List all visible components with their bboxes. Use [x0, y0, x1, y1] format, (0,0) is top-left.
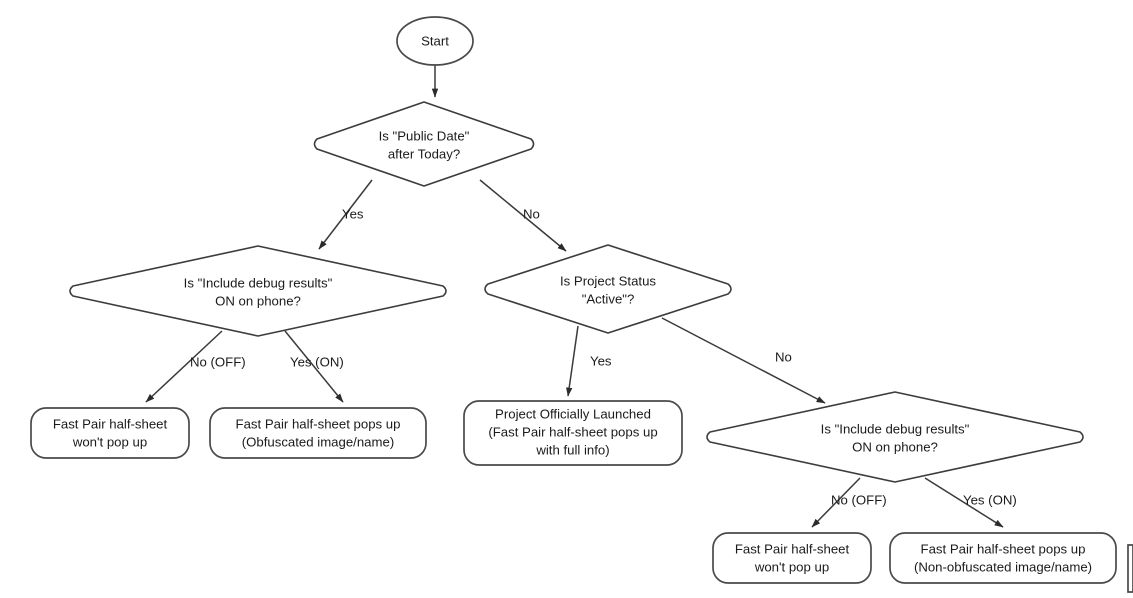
edge-line [566, 325, 579, 397]
node-public-date-decision[interactable]: Is "Public Date" after Today? [313, 101, 535, 187]
nodes-layer: Start Is "Public Date" after Today? Is "… [30, 16, 1133, 593]
decision-diamond-shape[interactable] [313, 101, 535, 187]
project-launched-line3: with full info) [535, 442, 609, 457]
left-yes-on-line1: Fast Pair half-sheet pops up [236, 416, 401, 431]
debug-right-line2: ON on phone? [852, 439, 938, 454]
start-oval-shape[interactable] [396, 16, 474, 66]
edge-line [284, 330, 344, 403]
project-launched-line2: (Fast Pair half-sheet pops up [488, 424, 657, 439]
edge-label-no: No [775, 349, 792, 364]
edge-label-no: No [523, 206, 540, 221]
decision-diamond-shape[interactable] [69, 245, 447, 337]
project-status-line2: "Active"? [582, 291, 635, 306]
edge-left-debug-no-off: No (OFF) [145, 330, 246, 403]
left-no-off-line2: won't pop up [72, 434, 147, 449]
edge-label-yes: Yes [342, 206, 364, 221]
edge-public-date-no: No [479, 179, 567, 252]
node-start[interactable]: Start [396, 16, 474, 66]
edge-line [318, 179, 373, 250]
node-left-no-off-result[interactable]: Fast Pair half-sheet won't pop up [30, 407, 190, 459]
right-no-off-line1: Fast Pair half-sheet [735, 541, 850, 556]
left-no-off-line1: Fast Pair half-sheet [53, 416, 168, 431]
right-no-off-line2: won't pop up [754, 559, 829, 574]
edge-right-debug-no-off: No (OFF) [811, 477, 887, 528]
result-box-shape[interactable] [463, 400, 683, 466]
decision-diamond-shape[interactable] [706, 391, 1084, 483]
node-debug-results-right-decision[interactable]: Is "Include debug results" ON on phone? [706, 391, 1084, 483]
edge-public-date-yes: Yes [318, 179, 373, 250]
node-left-yes-on-result[interactable]: Fast Pair half-sheet pops up (Obfuscated… [209, 407, 427, 459]
edge-label-yes-on: Yes (ON) [963, 492, 1017, 507]
debug-left-line2: ON on phone? [215, 293, 301, 308]
edge-line [924, 477, 1004, 528]
node-debug-results-left-decision[interactable]: Is "Include debug results" ON on phone? [69, 245, 447, 337]
result-box-shape[interactable] [889, 532, 1117, 584]
edge-line [811, 477, 861, 528]
decision-diamond-shape[interactable] [484, 244, 732, 334]
right-yes-on-line2: (Non-obfuscated image/name) [914, 559, 1092, 574]
edge-project-status-no: No [661, 317, 826, 404]
node-right-yes-on-result[interactable]: Fast Pair half-sheet pops up (Non-obfusc… [889, 532, 1117, 584]
debug-left-line1: Is "Include debug results" [184, 275, 333, 290]
edges-layer: Yes No No (OFF) Yes (ON) Yes No [145, 65, 1017, 528]
edge-line [479, 179, 567, 252]
public-date-decision-line2: after Today? [388, 146, 460, 161]
debug-right-line1: Is "Include debug results" [821, 421, 970, 436]
project-launched-line1: Project Officially Launched [495, 406, 651, 421]
node-project-status-decision[interactable]: Is Project Status "Active"? [484, 244, 732, 334]
project-status-line1: Is Project Status [560, 273, 656, 288]
edge-right-debug-yes-on: Yes (ON) [924, 477, 1017, 528]
clipped-edge-artifact [1127, 544, 1133, 593]
edge-label-yes: Yes [590, 353, 612, 368]
result-box-shape[interactable] [209, 407, 427, 459]
edge-left-debug-yes-on: Yes (ON) [284, 330, 344, 403]
node-right-no-off-result[interactable]: Fast Pair half-sheet won't pop up [712, 532, 872, 584]
edge-line [661, 317, 826, 404]
edge-line [145, 330, 223, 403]
result-box-shape[interactable] [30, 407, 190, 459]
result-box-shape[interactable] [712, 532, 872, 584]
edge-label-no-off: No (OFF) [190, 354, 246, 369]
public-date-decision-line1: Is "Public Date" [379, 128, 470, 143]
right-yes-on-line1: Fast Pair half-sheet pops up [921, 541, 1086, 556]
edge-project-status-yes: Yes [566, 325, 612, 397]
edge-label-yes-on: Yes (ON) [290, 354, 344, 369]
start-label: Start [421, 33, 449, 48]
node-project-launched-result[interactable]: Project Officially Launched (Fast Pair h… [463, 400, 683, 466]
edge-label-no-off: No (OFF) [831, 492, 887, 507]
left-yes-on-line2: (Obfuscated image/name) [242, 434, 394, 449]
